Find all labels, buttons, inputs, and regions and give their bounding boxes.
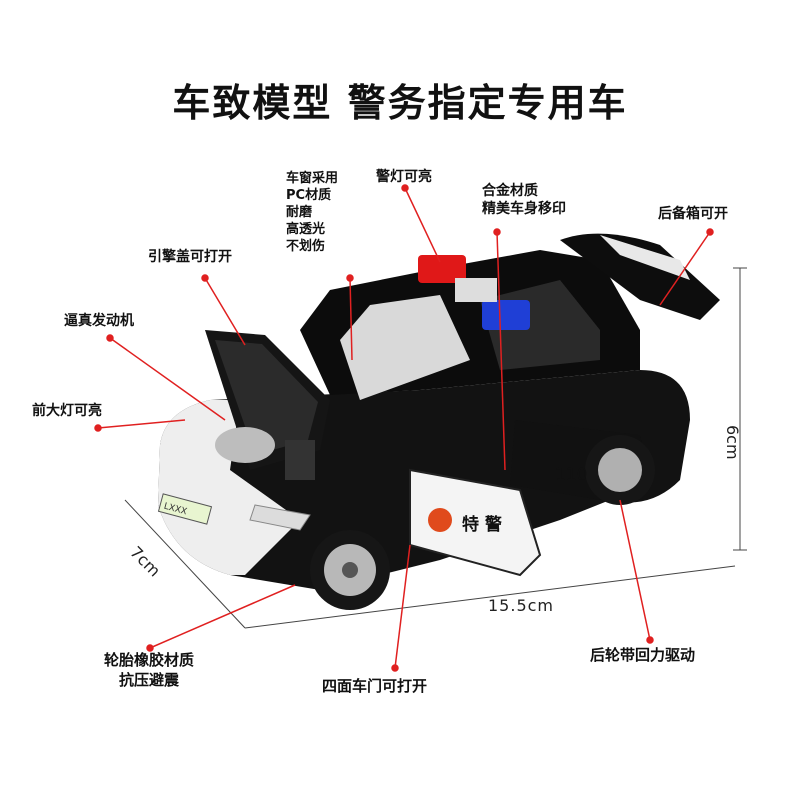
callout-tire: 轮胎橡胶材质 抗压避震 [84, 650, 214, 690]
callout-alloy: 合金材质 精美车身移印 [482, 182, 566, 218]
dimension-lines [124, 267, 747, 629]
callout-tire-line: 抗压避震 [118, 671, 179, 689]
callout-window-line: 不划伤 [286, 239, 326, 254]
door-badge-text: 特 警 [462, 514, 502, 535]
dimension-height: 6cm [723, 425, 742, 460]
callout-window-line: 耐磨 [286, 205, 313, 220]
callout-alloy-line: 合金材质 [482, 183, 538, 199]
callout-trunk: 后备箱可开 [658, 206, 728, 222]
callout-window-line: PC材质 [286, 188, 332, 203]
door-number-text: 110 [555, 465, 587, 485]
car-body [157, 233, 720, 610]
callout-pullback: 后轮带回力驱动 [590, 646, 696, 664]
callout-window-line: 车窗采用 [286, 171, 339, 186]
callout-window-line: 高透光 [286, 222, 326, 237]
siren-blue [482, 300, 530, 330]
callout-engine: 逼真发动机 [64, 313, 134, 329]
callout-siren: 警灯可亮 [376, 169, 432, 185]
callout-lines [94, 184, 714, 672]
callout-window: 车窗采用 PC材质 耐磨 高透光 不划伤 [286, 170, 338, 255]
callout-alloy-line: 精美车身移印 [482, 201, 566, 217]
siren-red [418, 255, 466, 283]
dimension-length: 15.5cm [488, 596, 555, 615]
callout-tire-line: 轮胎橡胶材质 [103, 651, 194, 669]
product-title: 车致模型 警务指定专用车 [172, 81, 628, 125]
callout-headlight: 前大灯可亮 [32, 403, 102, 419]
callout-hood: 引擎盖可打开 [148, 249, 232, 265]
callout-doors: 四面车门可打开 [322, 677, 428, 695]
